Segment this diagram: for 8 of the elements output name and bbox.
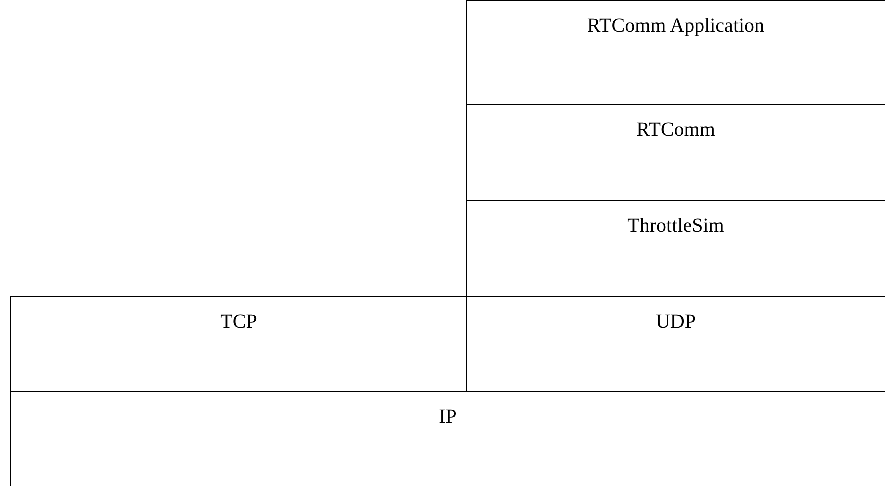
layer-label: UDP [656, 311, 696, 334]
layer-label: ThrottleSim [628, 215, 724, 238]
layer-label: RTComm [636, 119, 716, 142]
layer-label: TCP [220, 311, 258, 334]
layer-label: RTComm Application [587, 15, 765, 38]
layer-label: IP [439, 406, 457, 429]
protocol-layer-box [466, 0, 885, 105]
protocol-layer-box [10, 296, 467, 392]
